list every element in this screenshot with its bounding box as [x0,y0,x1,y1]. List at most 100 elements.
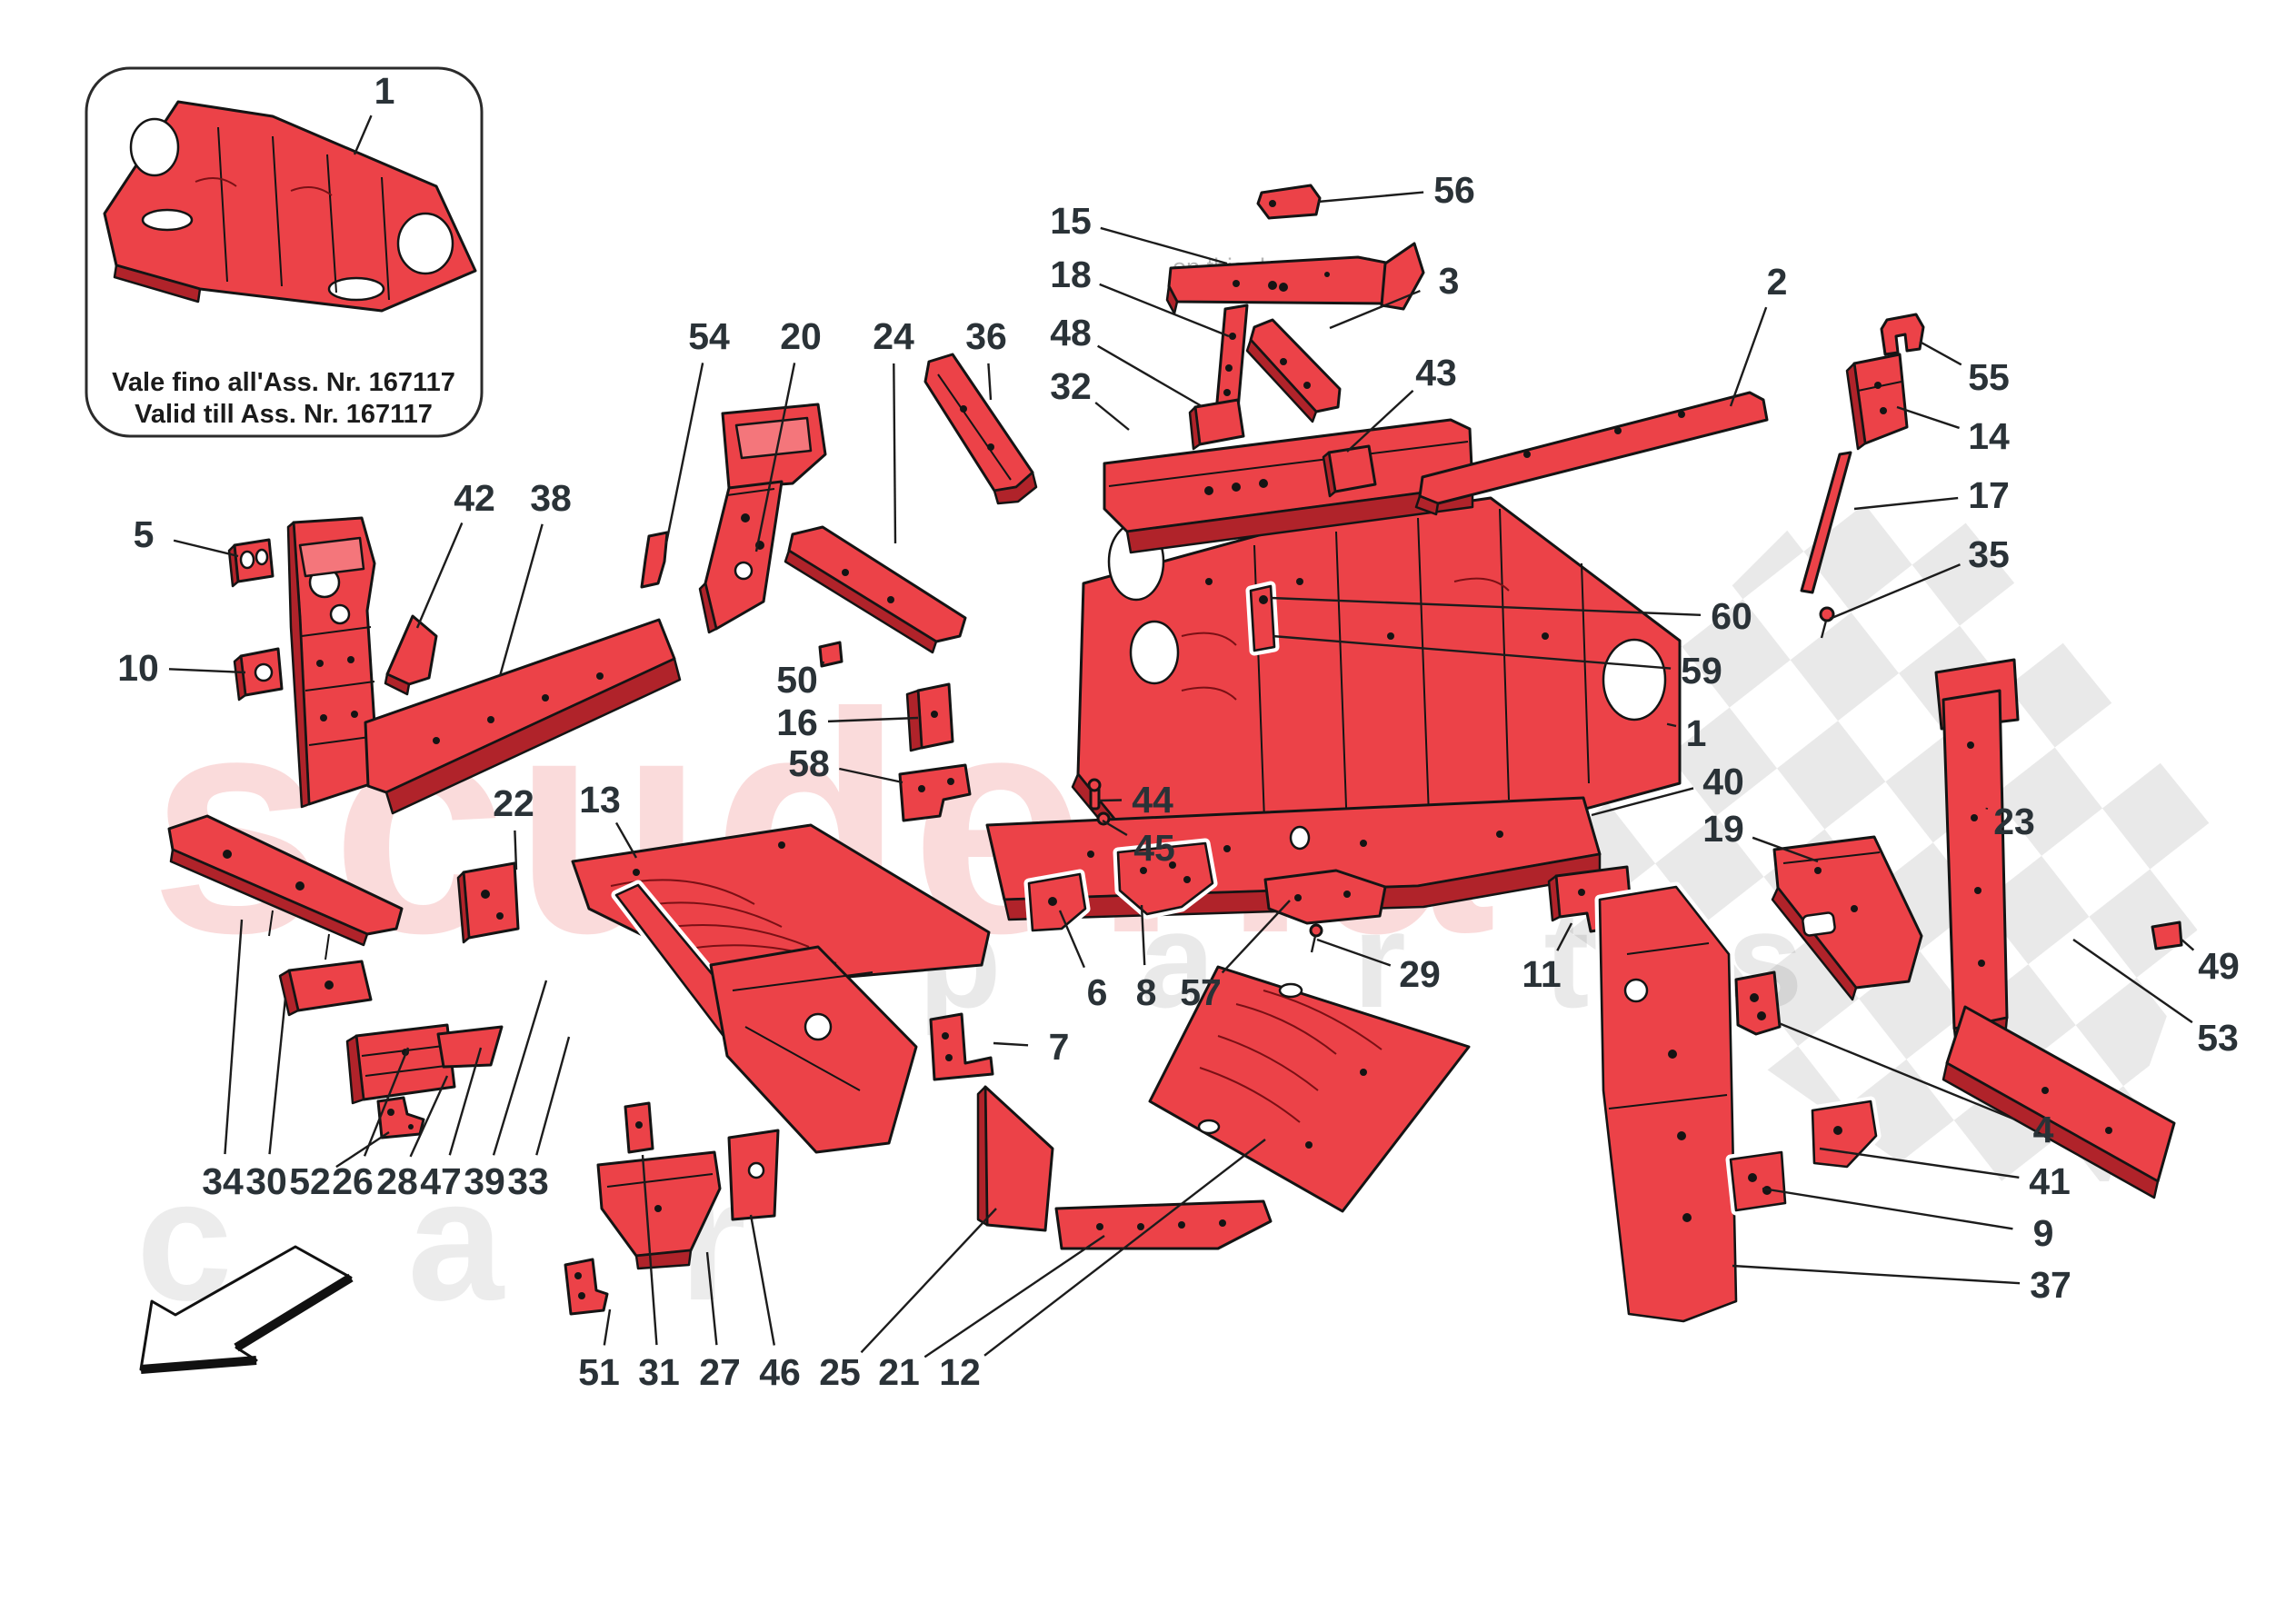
callout-32: 32 [1050,365,1092,407]
part-triangle-47 [436,1025,504,1069]
callout-6: 6 [1087,971,1108,1013]
leader-49 [2180,938,2195,951]
part-clip-50 [818,641,844,668]
callout-50: 50 [776,659,818,701]
callout-56: 56 [1433,169,1475,211]
leader-3 [1329,289,1421,330]
part-bracket-51 [564,1258,609,1316]
leader-56 [1317,191,1424,204]
part-rail-32 [1103,418,1474,554]
callout-21: 21 [878,1351,920,1393]
callout-14: 14 [1968,415,2010,457]
leader-55 [1919,340,1962,366]
leader-2 [1729,306,1768,407]
part-bracket-56 [1256,184,1322,220]
leader-8 [1140,904,1146,966]
callout-8: 8 [1136,971,1157,1013]
leader-59 [1272,634,1672,670]
part-bracket-9 [1725,1147,1791,1216]
callout-31: 31 [638,1351,680,1393]
leader-22 [514,830,518,871]
part-right-pillar [1934,658,2176,1199]
callout-58: 58 [788,742,830,784]
part-sill-34 [167,814,404,960]
part-center-floor-13 [571,823,991,1154]
callout-45: 45 [1133,827,1175,869]
leader-57 [1221,900,1291,974]
part-plate-43 [1322,444,1377,498]
callout-20: 20 [780,315,822,357]
part-bracket-7 [929,1012,994,1081]
callout-49: 49 [2198,945,2240,987]
part-rail-19 [1771,835,1923,1001]
callout-43: 43 [1415,352,1457,393]
part-clamp-41 [1807,1096,1882,1172]
part-strip-21 [1054,1199,1273,1250]
part-bracket-10 [233,647,284,702]
leader-17 [1853,496,1959,511]
callout-12: 12 [939,1351,981,1393]
leader-52 [335,1130,390,1169]
callout-28: 28 [376,1160,418,1202]
callout-52: 52 [289,1160,331,1202]
leader-7 [993,1041,1029,1047]
part-left-sill-beam [364,618,682,815]
callout-39: 39 [464,1160,505,1202]
part-gusset-42 [384,614,438,696]
leader-9 [1762,1187,2013,1230]
callout-53: 53 [2197,1017,2239,1059]
callout-3: 3 [1439,260,1460,302]
leader-11 [1556,922,1573,951]
direction-arrow [139,1245,354,1374]
callout-13: 13 [579,779,621,821]
callout-42: 42 [454,477,495,519]
callout-48: 48 [1050,312,1092,353]
callout-54: 54 [688,315,730,357]
leader-34 [224,919,244,1155]
part-bracket-6 [1023,869,1091,936]
callout-22: 22 [493,782,534,824]
leader-28 [409,1075,449,1158]
leader-16 [827,716,919,723]
callout-59: 59 [1681,650,1722,692]
part-rail-2 [1414,391,1769,516]
callout-27: 27 [699,1351,741,1393]
callout-55: 55 [1968,356,2010,398]
part-strut-18 [1214,304,1249,414]
callout-17: 17 [1968,474,2010,516]
part-triangle-46 [727,1129,780,1221]
part-clip-49 [2151,920,2183,950]
part-strip-17 [1800,451,1852,594]
leader-40 [1591,787,1694,817]
leader-30 [268,997,287,1155]
leader-1-inset [353,114,373,155]
leader-41 [1819,1147,2020,1179]
leader-27 [705,1251,718,1346]
leader-42 [415,522,464,629]
callout-35: 35 [1968,533,2010,575]
callout-9: 9 [2033,1212,2054,1254]
leader-38 [498,523,544,677]
leader-54 [664,363,704,544]
callout-25: 25 [819,1351,861,1393]
part-rear-panel-inset [103,100,477,313]
callout-60: 60 [1711,595,1752,637]
part-rail-3 [1245,318,1342,423]
part-rail-24 [784,525,967,654]
leader-46 [749,1214,775,1346]
callout-24: 24 [873,315,914,357]
callout-1-inset: 1 [374,70,395,112]
inset-validity-box: Vale fino all'Ass. Nr. 167117 Valid till… [85,66,484,438]
leader-20 [754,363,796,552]
leader-53 [2072,939,2193,1024]
inset-line2: Valid till Ass. Nr. 167117 [135,400,433,429]
leader-60 [1270,596,1702,617]
part-bracket-5 [227,538,275,588]
callout-46: 46 [759,1351,801,1393]
leader-15 [1100,226,1228,265]
part-plate-31 [624,1101,654,1154]
part-rail-36 [923,353,1038,505]
